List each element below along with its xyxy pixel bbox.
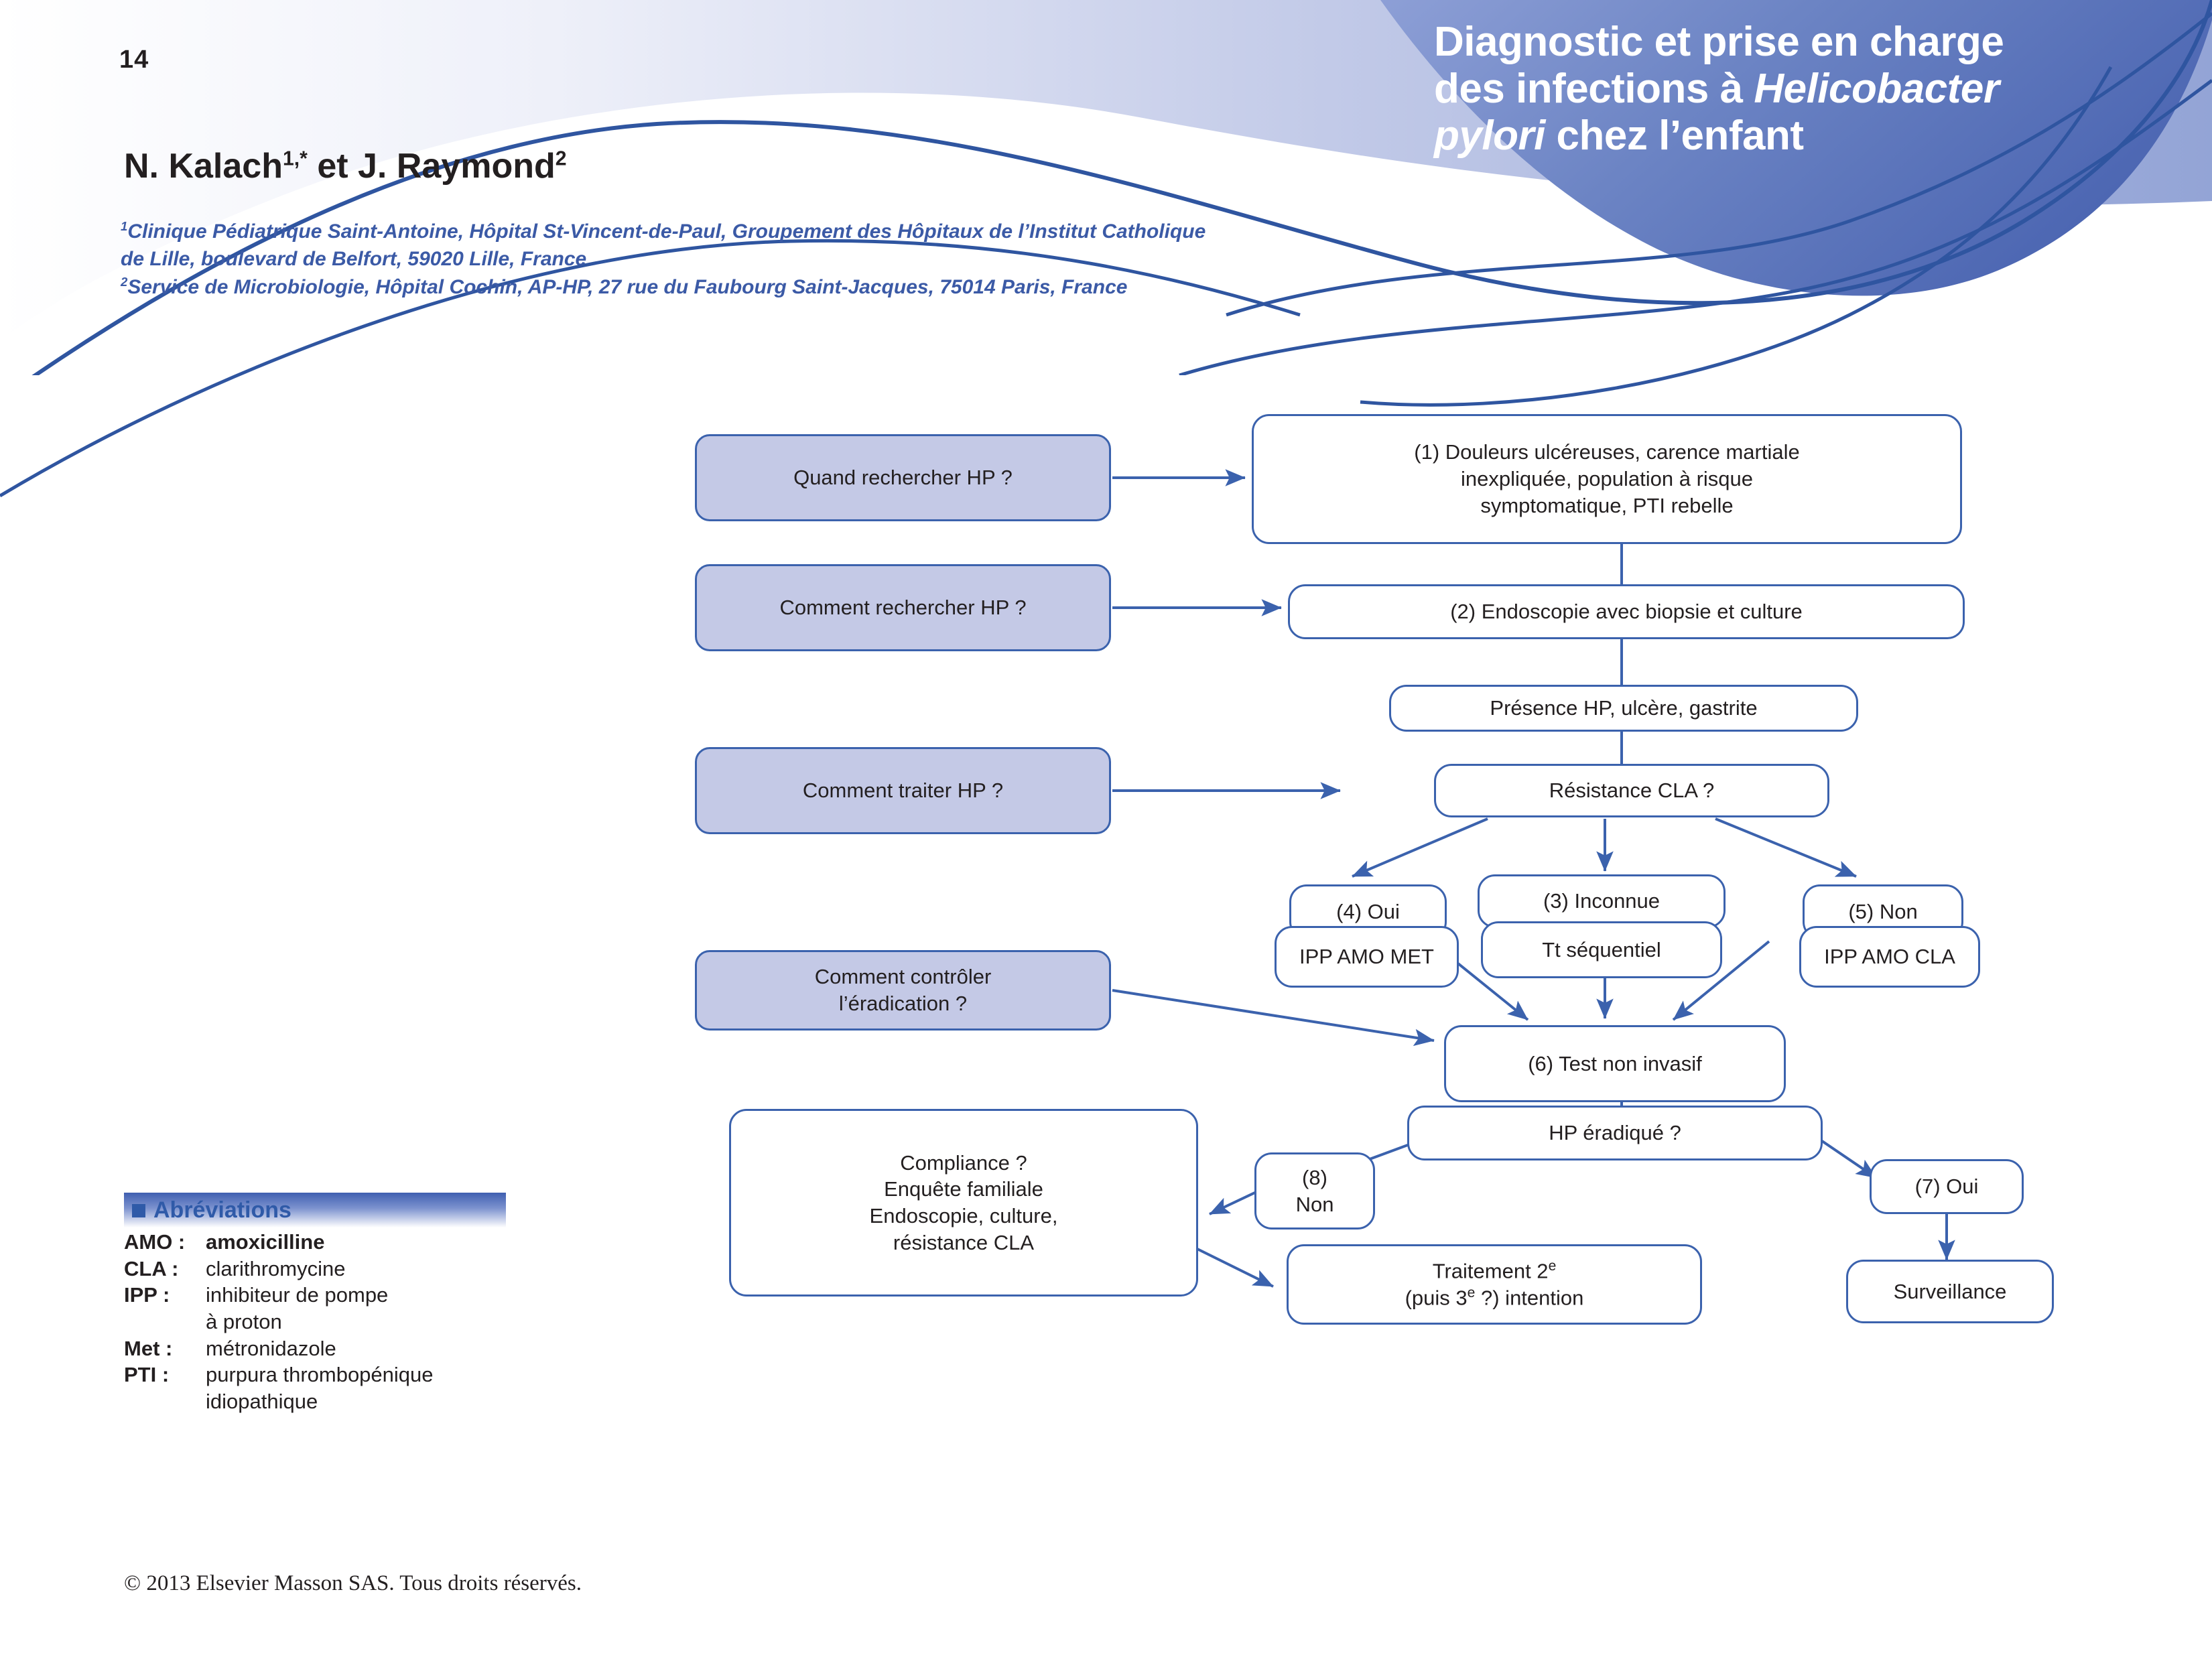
article-title-line3: pylori chez l’enfant (1434, 113, 2104, 159)
traitement-line2-text-a: (puis 3 (1405, 1286, 1468, 1310)
edge-q4-n11 (1112, 989, 1435, 1047)
flow-node-traitement-line1: Traitement 2e (1433, 1258, 1557, 1284)
flow-node-7-oui[interactable]: (7) Oui (1870, 1159, 2024, 1214)
flow-node-traitement-line2: (puis 3e ?) intention (1405, 1284, 1584, 1311)
flow-node-3-inconnue[interactable]: (3) Inconnue (1478, 874, 1726, 928)
abbreviation-key: PTI : (124, 1363, 170, 1387)
flow-question-how-control-line2: l’éradication ? (838, 992, 968, 1015)
flow-node-8-line2: Non (1295, 1192, 1334, 1216)
abbreviations-list: AMO : amoxicilline CLA : clarithromycine… (124, 1229, 506, 1415)
abbreviation-item: PTI : purpura thrombopénique (124, 1361, 506, 1388)
flow-node-1-line1: (1) Douleurs ulcéreuses, carence martial… (1414, 440, 1800, 464)
author-line: N. Kalach1,* et J. Raymond2 (124, 146, 567, 186)
author-name-1: N. Kalach (124, 147, 283, 186)
bullet-square-icon (132, 1203, 145, 1217)
edge-n4-n5 (1352, 817, 1488, 878)
flow-node-ipp-amo-cla[interactable]: IPP AMO CLA (1799, 926, 1980, 988)
abbreviation-key: Met : (124, 1336, 173, 1360)
traitement-line2-text-b: ?) intention (1475, 1286, 1584, 1310)
flow-node-resistance-cla[interactable]: Résistance CLA ? (1434, 764, 1829, 817)
affiliation-2-sup: 2 (121, 274, 128, 289)
traitement-line1-sup: e (1548, 1258, 1557, 1274)
abbreviation-key: AMO : (124, 1230, 186, 1254)
affiliation-2: 2Service de Microbiologie, Hôpital Cochi… (121, 273, 1220, 301)
author-sup-2: 2 (555, 147, 567, 170)
abbreviation-item: AMO : amoxicilline (124, 1229, 506, 1256)
abbreviations-title: Abréviations (124, 1193, 506, 1227)
article-title: Diagnostic et prise en charge des infect… (1434, 19, 2104, 159)
flow-node-2-endoscopy[interactable]: (2) Endoscopie avec biopsie et culture (1288, 584, 1965, 639)
flow-node-compliance[interactable]: Compliance ? Enquête familiale Endoscopi… (729, 1109, 1198, 1297)
traitement-line2-sup: e (1467, 1285, 1476, 1301)
flow-node-6-test-non-invasif[interactable]: (6) Test non invasif (1444, 1025, 1786, 1102)
author-name-2: et J. Raymond (307, 147, 556, 186)
abbreviation-item: CLA : clarithromycine (124, 1256, 506, 1282)
article-title-line1: Diagnostic et prise en charge (1434, 19, 2004, 65)
flow-node-8-non[interactable]: (8) Non (1254, 1152, 1375, 1230)
traitement-line1-text: Traitement 2 (1432, 1259, 1549, 1283)
abbreviation-value: purpura thrombopénique (206, 1363, 434, 1387)
flow-node-presence-hp[interactable]: Présence HP, ulcère, gastrite (1389, 685, 1858, 732)
edge-n4-n7 (1715, 817, 1857, 878)
abbreviations-box: Abréviations AMO : amoxicilline CLA : cl… (124, 1193, 506, 1415)
abbreviations-title-text: Abréviations (153, 1197, 291, 1223)
flow-question-when[interactable]: Quand rechercher HP ? (695, 434, 1111, 521)
title-line2-plain: des infections à (1434, 66, 1754, 113)
abbreviation-value: clarithromycine (206, 1256, 346, 1280)
flow-node-traitement-2e[interactable]: Traitement 2e (puis 3e ?) intention (1287, 1244, 1702, 1325)
flow-node-1-line2: inexpliquée, population à risque (1460, 467, 1754, 491)
flow-question-how-treat[interactable]: Comment traiter HP ? (695, 747, 1111, 834)
flow-node-tt-sequentiel[interactable]: Tt séquentiel (1481, 921, 1722, 978)
flow-question-how-search[interactable]: Comment rechercher HP ? (695, 564, 1111, 651)
abbreviation-value: métronidazole (206, 1336, 336, 1360)
flow-node-1-line3: symptomatique, PTI rebelle (1480, 493, 1734, 517)
flow-node-ipp-amo-met[interactable]: IPP AMO MET (1275, 926, 1459, 988)
flow-node-hp-eradique[interactable]: HP éradiqué ? (1407, 1106, 1823, 1160)
abbreviation-item: Met : métronidazole (124, 1335, 506, 1362)
abbreviation-value-continued: idiopathique (206, 1390, 318, 1414)
abbreviation-value: amoxicilline (206, 1230, 325, 1254)
abbreviation-key: CLA : (124, 1256, 179, 1280)
abbreviation-item: IPP : inhibiteur de pompe (124, 1282, 506, 1309)
author-sup-1: 1,* (282, 147, 308, 170)
page-number: 14 (119, 46, 149, 74)
flow-node-compliance-line3: Endoscopie, culture, (869, 1204, 1058, 1227)
affiliation-1: 1Clinique Pédiatrique Saint-Antoine, Hôp… (121, 218, 1220, 273)
abbreviation-key: IPP : (124, 1283, 170, 1307)
flow-node-compliance-line4: résistance CLA (893, 1230, 1035, 1254)
flow-question-how-control[interactable]: Comment contrôler l’éradication ? (695, 950, 1111, 1031)
flow-node-1-indications[interactable]: (1) Douleurs ulcéreuses, carence martial… (1252, 414, 1962, 544)
copyright-footer: © 2013 Elsevier Masson SAS. Tous droits … (124, 1571, 582, 1595)
affiliation-1-sup: 1 (121, 219, 128, 233)
abbreviation-value: inhibiteur de pompe (206, 1283, 389, 1307)
flow-node-compliance-line1: Compliance ? (900, 1150, 1027, 1175)
title-line2-italic: Helicobacter (1754, 66, 2000, 113)
flow-question-how-control-line1: Comment contrôler (814, 965, 992, 989)
flow-node-8-line1: (8) (1302, 1165, 1327, 1189)
flow-node-compliance-line2: Enquête familiale (884, 1177, 1043, 1201)
flow-node-surveillance[interactable]: Surveillance (1846, 1260, 2054, 1323)
title-line3-plain: chez l’enfant (1545, 113, 1805, 159)
article-title-line2: des infections à Helicobacter (1434, 66, 2104, 113)
affiliations: 1Clinique Pédiatrique Saint-Antoine, Hôp… (121, 218, 1220, 301)
title-line3-italic: pylori (1434, 113, 1545, 159)
abbreviation-value-continued: à proton (206, 1310, 282, 1334)
affiliation-2-text: Service de Microbiologie, Hôpital Cochin… (127, 275, 1128, 298)
affiliation-1-text: Clinique Pédiatrique Saint-Antoine, Hôpi… (121, 220, 1206, 271)
